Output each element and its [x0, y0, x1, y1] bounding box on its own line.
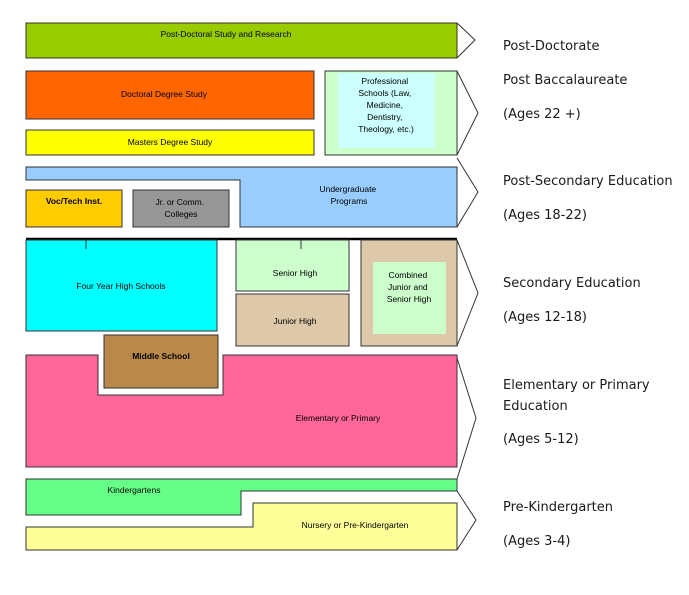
side-label-post-secondary: Post-Secondary Education [503, 174, 673, 189]
junior-college-label: Jr. or Comm. Colleges [155, 197, 206, 219]
bracket-pre-kindergarten [456, 490, 477, 551]
professional-schools-label: Professional Schools (Law, Medicine, Den… [358, 76, 414, 134]
post-doctoral-box [25, 22, 458, 59]
middle-school-box [103, 334, 219, 389]
side-label-pre-kindergarten-ages: (Ages 3-4) [503, 534, 570, 549]
kindergarten-label: Kindergartens [108, 485, 161, 495]
bracket-post-doctorate [456, 22, 476, 59]
side-label-post-baccalaureate-ages: (Ages 22 +) [503, 107, 581, 122]
side-label-elementary-ages: (Ages 5-12) [503, 432, 579, 447]
doctoral-box [25, 70, 315, 120]
junior-high-box [235, 293, 350, 347]
voc-tech-label: Voc/Tech Inst. [46, 196, 102, 206]
junior-college-box [132, 189, 230, 228]
senior-high-box [235, 239, 350, 292]
post-doctoral-label: Post-Doctoral Study and Research [161, 29, 292, 39]
elementary-label: Elementary or Primary [296, 413, 381, 423]
side-label-elementary-line2: Education [503, 399, 568, 414]
combined-high-inner [373, 262, 446, 334]
undergraduate-programs-label: Undergraduate Programs [319, 184, 378, 206]
side-label-post-secondary-ages: (Ages 18-22) [503, 208, 587, 223]
side-label-post-doctorate: Post-Doctorate [503, 39, 599, 54]
four-year-high-box [25, 239, 218, 332]
junior-high-label: Junior High [274, 316, 317, 326]
side-label-elementary-line1: Elementary or Primary [503, 378, 650, 393]
professional-schools-inner [338, 73, 435, 148]
brackets [456, 22, 479, 551]
undergraduate-programs-box [25, 166, 458, 228]
side-label-post-baccalaureate: Post Baccalaureate [503, 73, 627, 88]
side-label-secondary-ages: (Ages 12-18) [503, 310, 587, 325]
middle-school-label: Middle School [132, 351, 190, 361]
four-year-high-label: Four Year High Schools [76, 281, 165, 291]
nursery-label: Nursery or Pre-Kindergarten [302, 520, 409, 530]
bracket-secondary [456, 239, 479, 347]
bracket-elementary [456, 357, 477, 480]
nursery-box [25, 502, 458, 551]
masters-label: Masters Degree Study [128, 137, 213, 147]
side-label-pre-kindergarten: Pre-Kindergarten [503, 500, 613, 515]
senior-high-label: Senior High [273, 268, 318, 278]
voc-tech-box [25, 189, 123, 228]
elementary-box [25, 354, 458, 468]
bracket-post-baccalaureate [456, 70, 479, 156]
combined-high-label: Combined Junior and Senior High [387, 270, 432, 304]
masters-box [25, 129, 315, 156]
side-label-secondary: Secondary Education [503, 276, 641, 291]
doctoral-label: Doctoral Degree Study [121, 89, 208, 99]
bracket-post-secondary [456, 157, 479, 228]
